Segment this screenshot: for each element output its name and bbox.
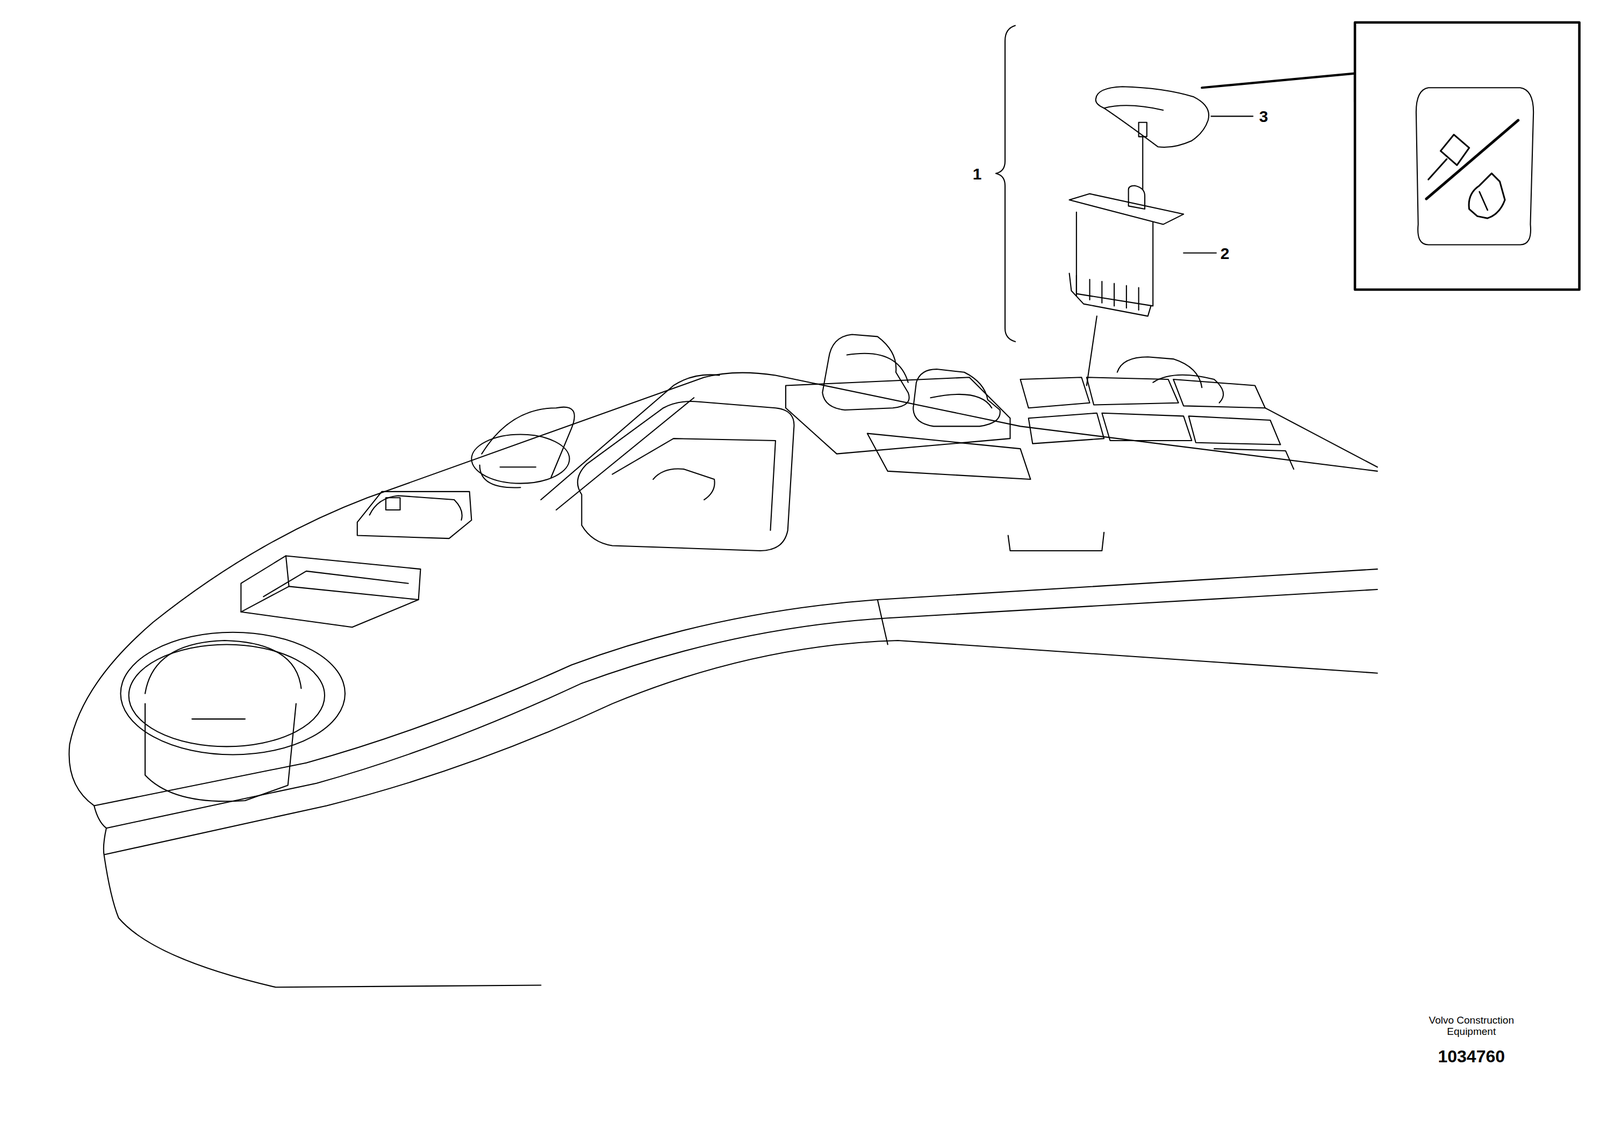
exploded-switch [1069, 86, 1210, 386]
manufacturer-note: Volvo Construction Equipment [1415, 1015, 1528, 1038]
callout-number: 3 [1259, 107, 1269, 126]
callout-number: 1 [972, 164, 982, 183]
console-body [69, 334, 1378, 988]
callout-number: 2 [1220, 244, 1230, 262]
bracket [995, 25, 1016, 342]
symbol-inset [1354, 22, 1580, 290]
drawing-number: 1034760 [1437, 1047, 1505, 1067]
leader-lines [1183, 73, 1355, 254]
